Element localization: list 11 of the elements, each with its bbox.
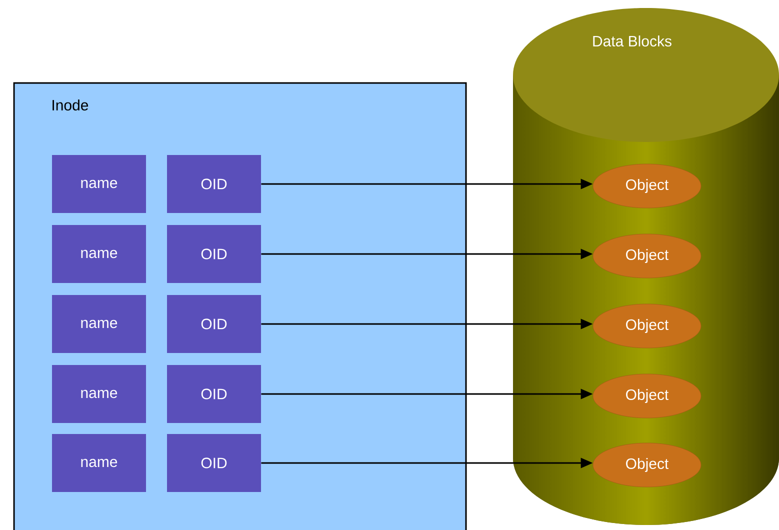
name-cell: name — [52, 434, 146, 492]
oid-cell: OID — [167, 225, 261, 283]
oid-cell: OID — [167, 295, 261, 353]
name-cell: name — [52, 155, 146, 213]
name-cell: name — [52, 365, 146, 423]
name-cell: name — [52, 295, 146, 353]
oid-cell: OID — [167, 155, 261, 213]
oid-cell: OID — [167, 365, 261, 423]
oid-cell: OID — [167, 434, 261, 492]
node-label: Data Blocks — [593, 35, 672, 46]
name-cell: name — [52, 225, 146, 283]
